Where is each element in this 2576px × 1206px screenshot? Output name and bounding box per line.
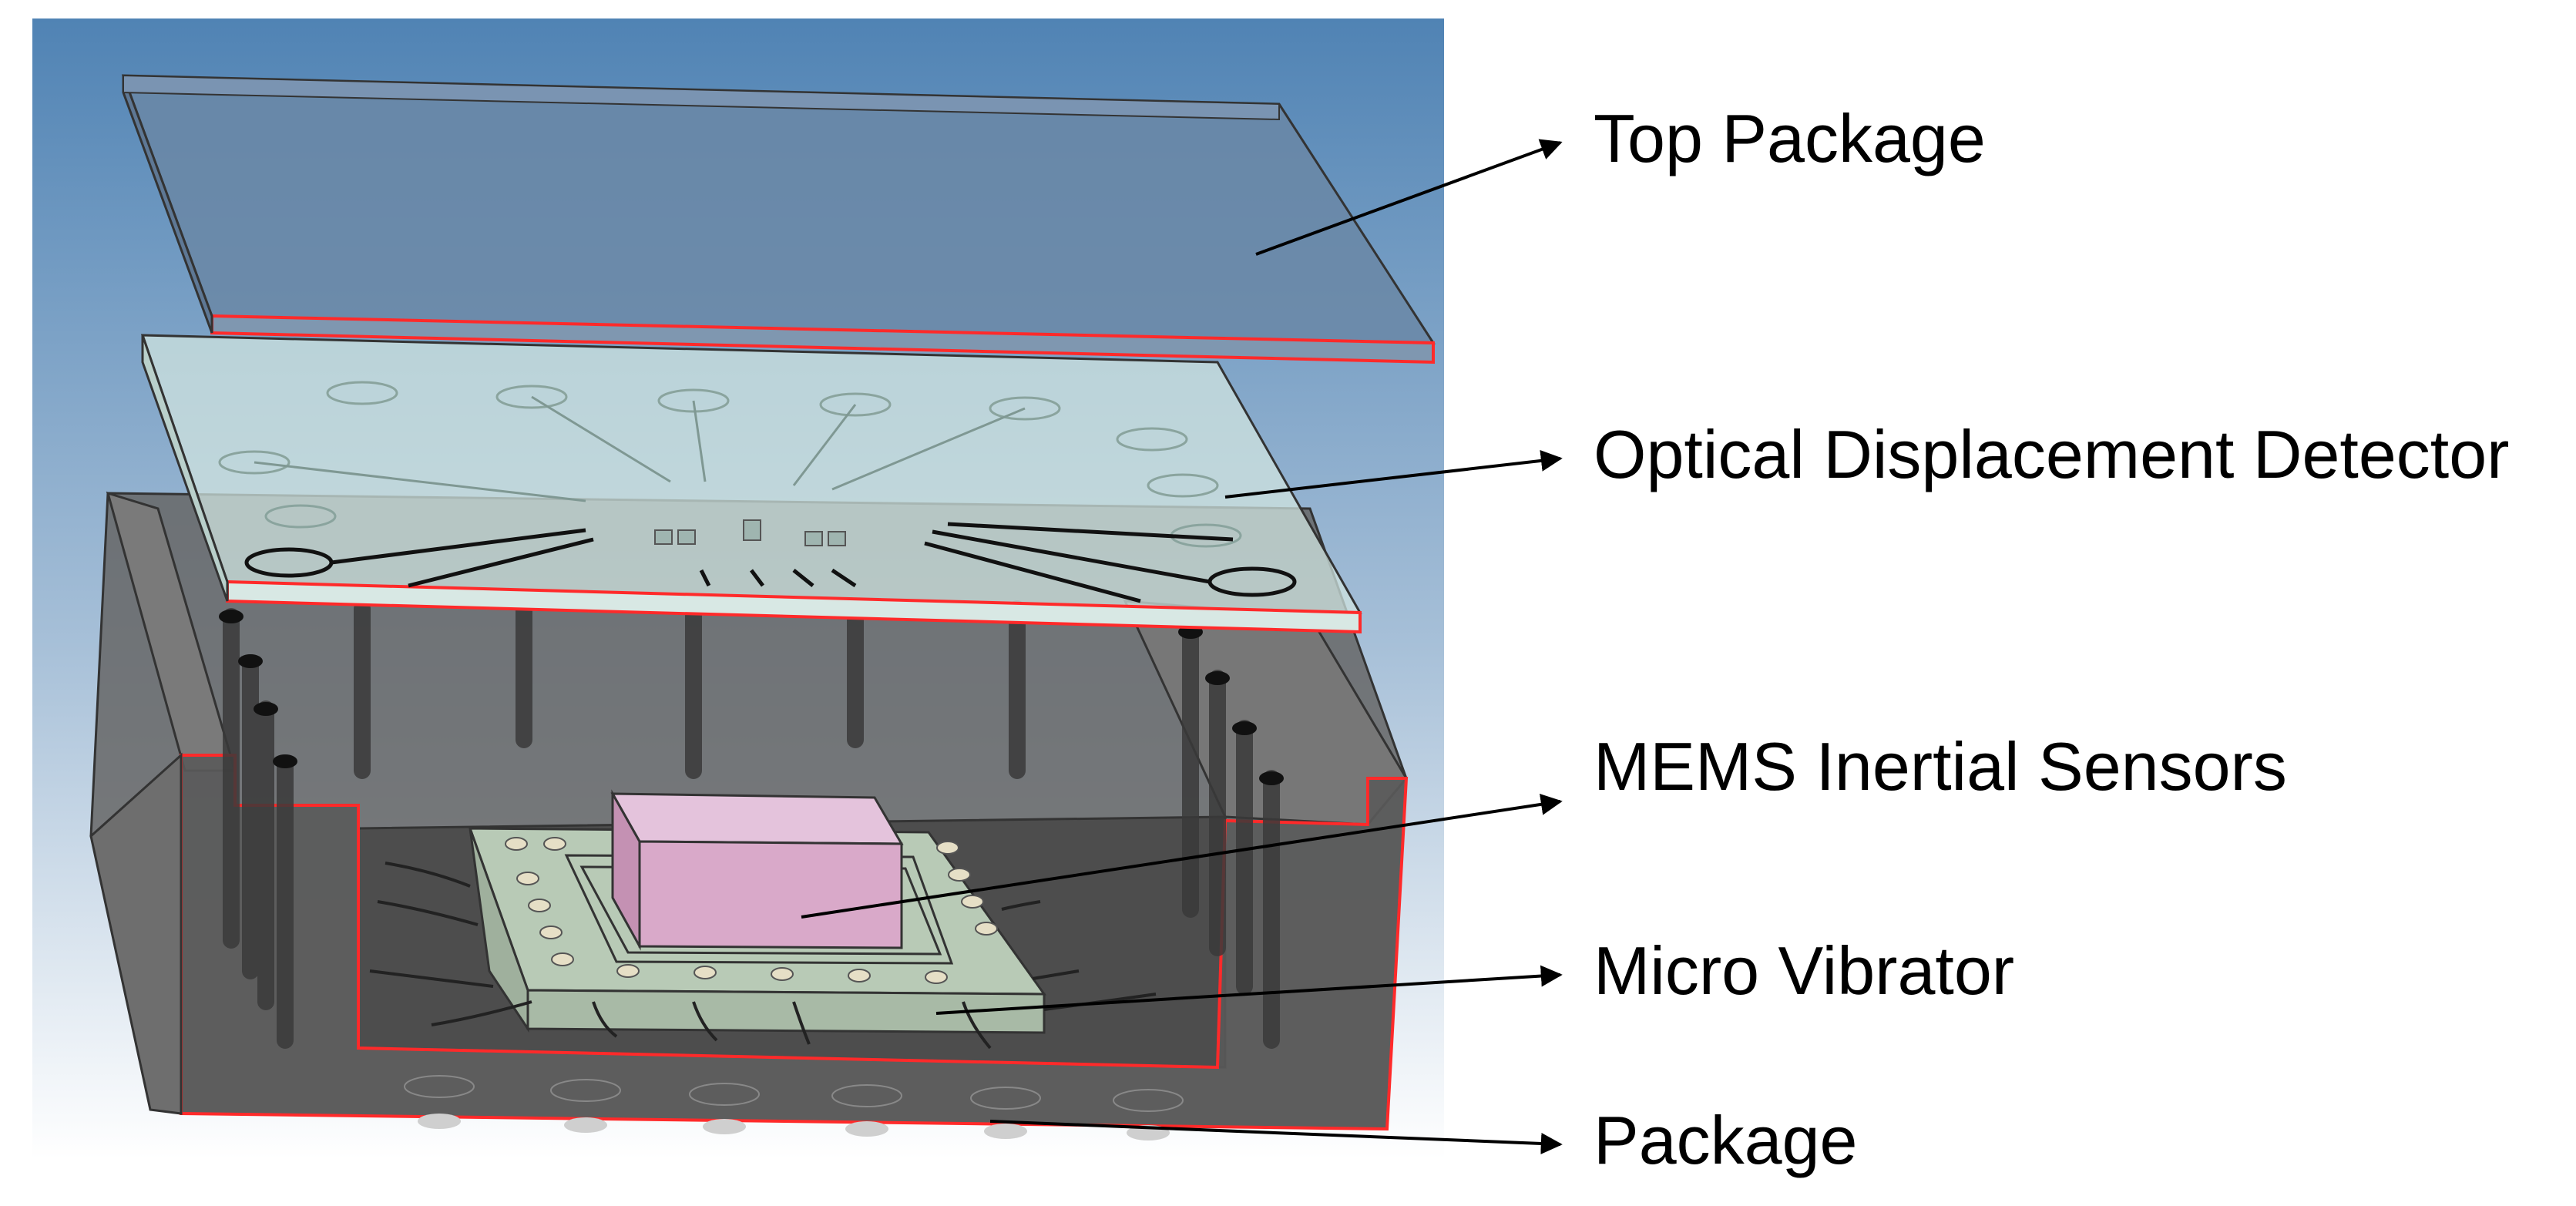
callout-arrows — [801, 139, 1563, 1154]
label-package: Package — [1594, 1102, 1857, 1178]
label-mems-inertial-sensors: MEMS Inertial Sensors — [1594, 728, 2287, 805]
top-package — [121, 74, 1436, 364]
label-optical-displacement-detector: Optical Displacement Detector — [1594, 416, 2509, 492]
mems-sensor-block — [610, 789, 904, 951]
pin-heads — [219, 610, 1284, 785]
arrow-top-package — [1255, 139, 1563, 256]
arrow-mems-sensors — [801, 793, 1563, 919]
arrow-micro-vibrator — [935, 965, 1563, 1015]
arrow-package — [989, 1120, 1563, 1154]
label-top-package: Top Package — [1594, 100, 1986, 176]
arrow-optical-detector — [1224, 449, 1563, 499]
feedthrough-pins — [223, 600, 1280, 1049]
optical-displacement-detector — [140, 334, 1362, 634]
label-micro-vibrator: Micro Vibrator — [1594, 932, 2014, 1009]
